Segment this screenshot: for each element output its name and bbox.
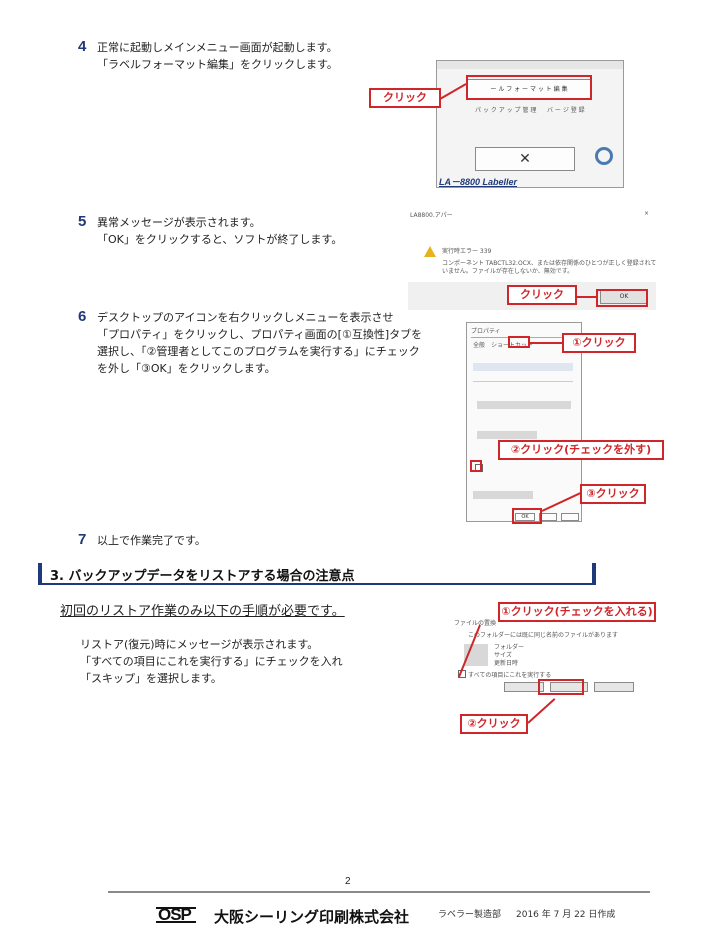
- section-heading: 3. バックアップデータをリストアする場合の注意点: [50, 569, 355, 584]
- restore-click-2-label: ②クリック: [460, 714, 528, 734]
- step-5-number: 5: [78, 213, 87, 230]
- restore-line-3: 「スキップ」を選択します。: [80, 672, 222, 685]
- properties-dialog-screenshot: プロパティ 全般 ショートカット OK: [466, 322, 582, 522]
- restore-click-1-label: ①クリック(チェックを入れる): [498, 602, 656, 622]
- step-5-highlight: [596, 289, 648, 307]
- warning-icon: [424, 246, 436, 257]
- restore-line-1: リストア(復元)時にメッセージが表示されます。: [80, 638, 319, 651]
- step-4-highlight: [466, 75, 592, 100]
- step-6-line-3: 選択し、「②管理者としてこのプログラムを実行する」にチェック: [97, 345, 420, 358]
- restore-text: リストア(復元)時にメッセージが表示されます。 「すべての項目にこれを実行する」…: [80, 636, 343, 687]
- step-6-line-1: デスクトップのアイコンを右クリックしメニューを表示させ: [97, 311, 394, 324]
- checkbox-highlight: [470, 460, 482, 472]
- exit-button[interactable]: ✕: [475, 147, 575, 171]
- step-4-text: 正常に起動しメインメニュー画面が起動します。 「ラベルフォーマット編集」をクリッ…: [97, 39, 338, 73]
- step-4-click-label: クリック: [369, 88, 441, 108]
- error-dialog-close-icon[interactable]: ×: [644, 210, 650, 217]
- created-date: 2016 年 7 月 22 日作成: [516, 910, 616, 920]
- step-5-pointer: [576, 296, 596, 298]
- skip-highlight: [538, 679, 584, 695]
- page-number: 2: [345, 876, 351, 887]
- gear-icon: [595, 147, 613, 165]
- step-6-click-1-label: ①クリック: [562, 333, 636, 353]
- restore-dialog-screenshot: ファイルの置換 このフォルダーには既に同じ名前のファイルがあります フォルダー …: [454, 610, 644, 710]
- section-heading-bar: 3. バックアップデータをリストアする場合の注意点: [38, 563, 596, 585]
- step-5-text: 異常メッセージが表示されます。 「OK」をクリックすると、ソフトが終了します。: [97, 214, 342, 248]
- osp-logo-text: OSP: [158, 905, 192, 924]
- ok-highlight: [512, 508, 542, 524]
- step-6-pointer-1: [530, 342, 564, 344]
- restore-subheading: 初回のリストア作業のみ以下の手順が必要です。: [60, 604, 345, 619]
- step-7-text: 以上で作業完了です。: [97, 534, 206, 547]
- copy-button[interactable]: [504, 682, 544, 692]
- step-6-line-2: 「プロパティ」をクリックし、プロパティ画面の[①互換性]タブを: [97, 328, 423, 341]
- step-5-line-2: 「OK」をクリックすると、ソフトが終了します。: [97, 233, 343, 246]
- skip-button[interactable]: [550, 682, 588, 692]
- step-6-line-4: を外し「③OK」をクリックします。: [97, 362, 276, 375]
- step-7-number: 7: [78, 531, 87, 548]
- restore-line-2: 「すべての項目にこれを実行する」にチェックを入れ: [80, 655, 343, 668]
- company-name: 大阪シーリング印刷株式会社: [214, 908, 410, 926]
- step-6-click-2-label: ②クリック(チェックを外す): [498, 440, 664, 460]
- step-4-line-1: 正常に起動しメインメニュー画面が起動します。: [97, 41, 338, 54]
- step-4-number: 4: [78, 38, 87, 55]
- step-5-click-label: クリック: [507, 285, 577, 305]
- compat-tab-highlight: [508, 336, 530, 348]
- footer-rule: [108, 891, 650, 893]
- step-4-line-2: 「ラベルフォーマット編集」をクリックします。: [97, 58, 338, 71]
- error-dialog-title: LA8800.アパー: [410, 212, 453, 219]
- properties-ok-button[interactable]: OK: [515, 513, 535, 521]
- department: ラベラー製造部: [438, 910, 502, 920]
- step-6-text: デスクトップのアイコンを右クリックしメニューを表示させ 「プロパティ」をクリック…: [97, 309, 422, 377]
- menu-logo: LA－8800 Labeller: [439, 177, 518, 187]
- cancel-button[interactable]: [594, 682, 634, 692]
- main-menu-screenshot: ー ル フ ォ ー マ ッ ト 編 集 パ ッ ク ア ッ プ 管 理 バ ー …: [436, 60, 624, 188]
- step-5-line-1: 異常メッセージが表示されます。: [97, 216, 261, 229]
- step-6-number: 6: [78, 308, 87, 325]
- step-6-click-3-label: ③クリック: [580, 484, 646, 504]
